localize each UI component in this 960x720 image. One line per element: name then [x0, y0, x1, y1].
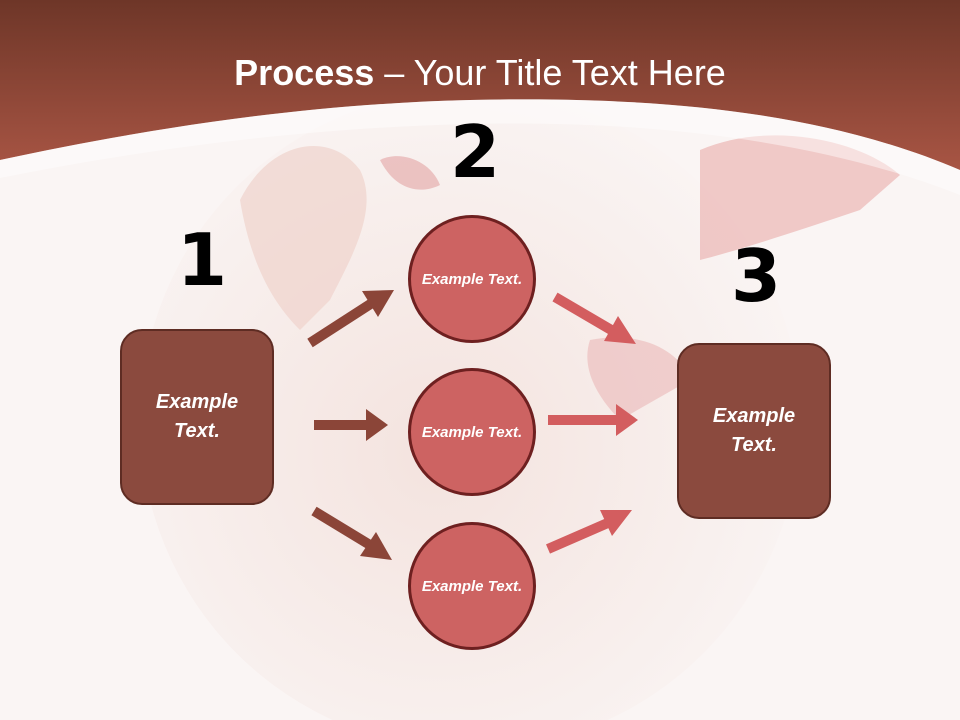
step-2-circle-middle: Example Text.	[408, 368, 536, 496]
arrow-left-up	[307, 290, 394, 348]
step-2-circle-top: Example Text.	[408, 215, 536, 343]
step-2-circle-bottom-text: Example Text.	[421, 577, 523, 595]
arrow-right-middle	[548, 404, 638, 436]
arrow-right-up	[552, 292, 636, 344]
step-2-circle-bottom: Example Text.	[408, 522, 536, 650]
step-1-box: Example Text.	[120, 329, 274, 505]
step-number-1: 1	[177, 218, 228, 302]
arrow-left-middle	[314, 409, 388, 441]
step-3-text: Example Text.	[712, 405, 796, 456]
arrow-right-down	[546, 510, 632, 554]
step-3-box: Example Text.	[677, 343, 831, 519]
title-rest: – Your Title Text Here	[374, 52, 726, 93]
step-1-text: Example Text.	[155, 391, 239, 442]
title-bold: Process	[234, 52, 375, 93]
slide-title: Process – Your Title Text Here	[0, 52, 960, 94]
step-2-circle-top-text: Example Text.	[421, 270, 523, 288]
step-number-3: 3	[731, 234, 782, 318]
arrow-left-down	[311, 506, 392, 560]
step-number-2: 2	[450, 110, 501, 194]
step-2-circle-middle-text: Example Text.	[421, 423, 523, 441]
